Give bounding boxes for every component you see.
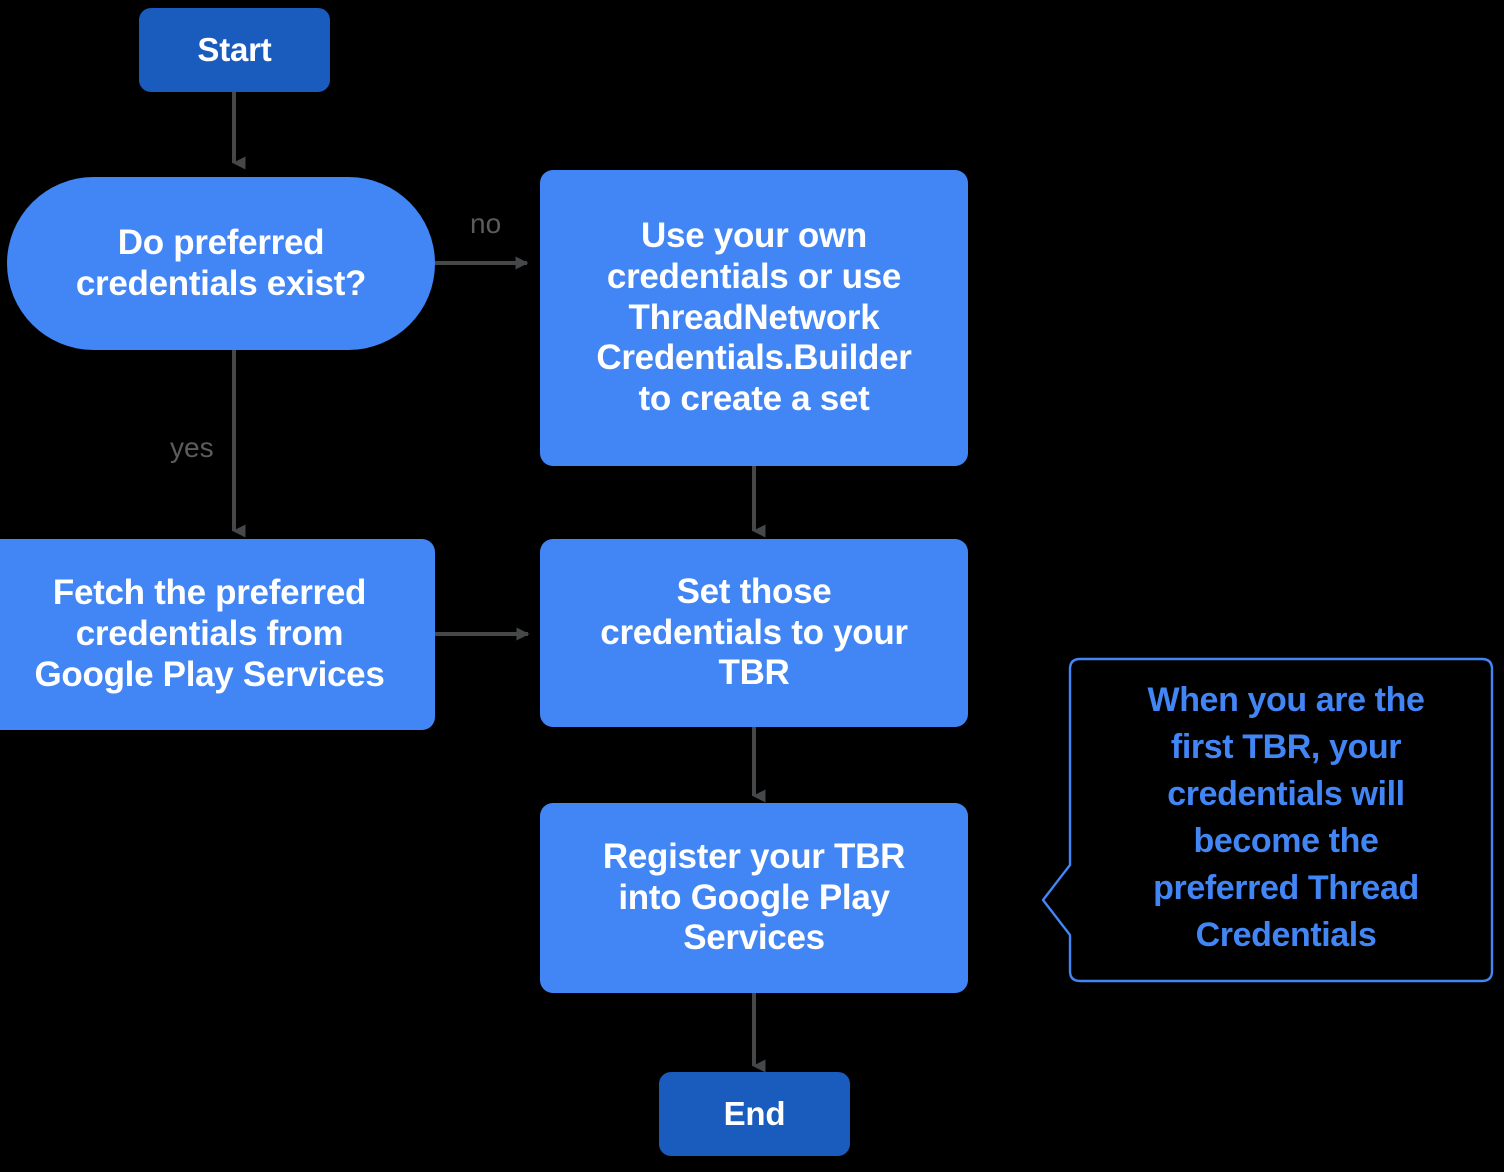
- node-set-credentials-to-tbr[interactable]: Set those credentials to your TBR: [540, 539, 968, 727]
- edge-label-yes: yes: [170, 432, 214, 463]
- edge-label-no: no: [470, 208, 502, 239]
- node-fetch-preferred-credentials[interactable]: Fetch the preferred credentials from Goo…: [0, 539, 435, 730]
- node-register-tbr-into-google-play-services[interactable]: Register your TBR into Google Play Servi…: [540, 803, 968, 993]
- callout-text: When you are the first TBR, your credent…: [1147, 681, 1425, 954]
- callout-bubble-outline: [1041, 657, 1494, 983]
- callout-note: When you are the first TBR, your credent…: [1040, 645, 1500, 991]
- node-decision-preferred-credentials-exist[interactable]: Do preferred credentials exist?: [7, 177, 435, 350]
- node-use-your-own-credentials[interactable]: Use your own credentials or use ThreadNe…: [540, 170, 968, 466]
- node-start[interactable]: Start: [139, 8, 330, 92]
- node-end[interactable]: End: [659, 1072, 850, 1156]
